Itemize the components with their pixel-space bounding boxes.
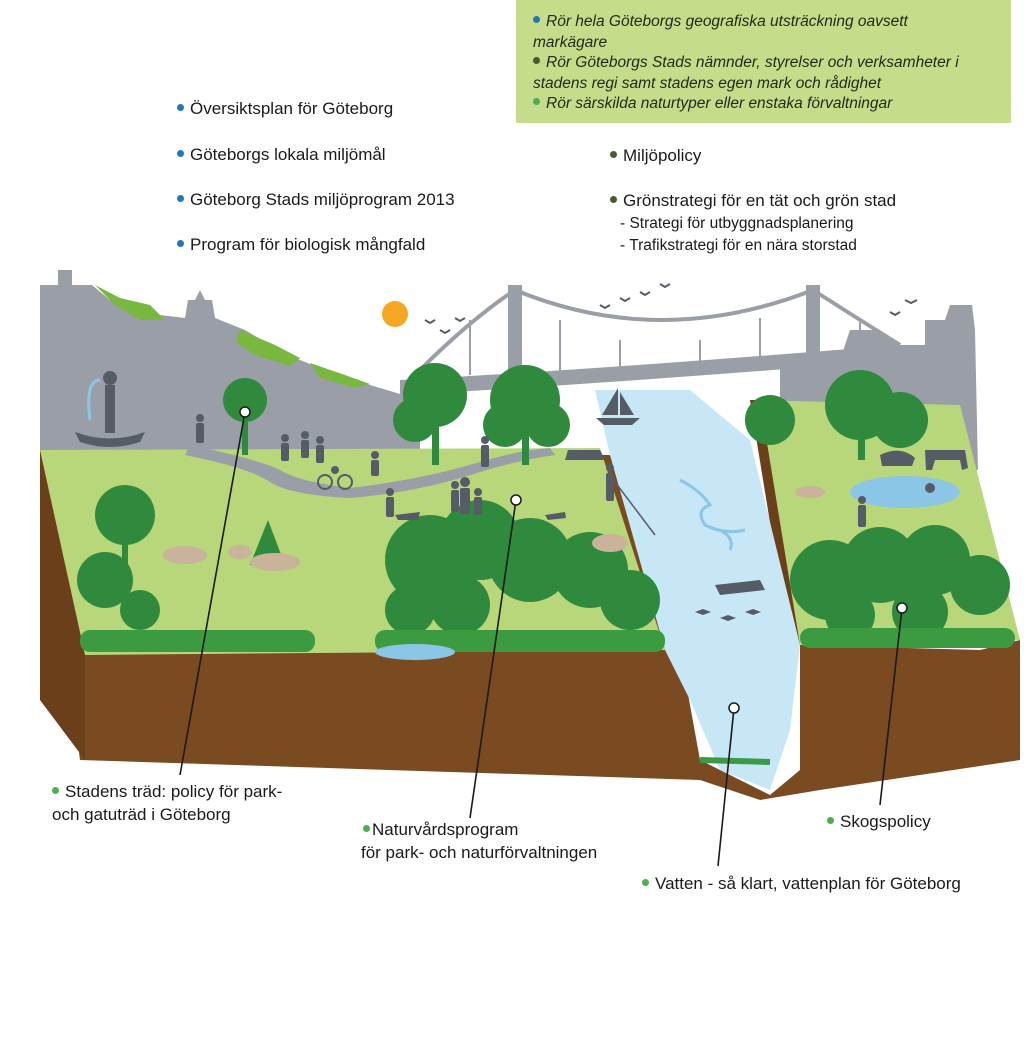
- doc-miljopolicy: Miljöpolicy: [610, 145, 701, 166]
- light-green-dot-icon: [827, 817, 834, 825]
- dark-green-dot-icon: [610, 196, 617, 204]
- legend-item-specific: Rör särskilda naturtyper eller enstaka f…: [533, 94, 892, 115]
- doc-biologisk-mangfald: Program för biologisk mångfald: [177, 234, 425, 255]
- callout-stadens-trad-cont: och gatuträd i Göteborg: [52, 805, 231, 824]
- callout-label: Stadens träd: policy för park-: [65, 782, 283, 801]
- small-pond: [375, 644, 455, 660]
- doc-label: Översiktsplan för Göteborg: [190, 99, 394, 118]
- doc-gronstrategi: Grönstrategi för en tät och grön stad: [610, 190, 896, 211]
- blue-dot-icon: [177, 150, 184, 158]
- doc-label: Göteborg Stads miljöprogram 2013: [190, 190, 455, 209]
- legend-text: Rör hela Göteborgs geografiska utsträckn…: [546, 13, 908, 30]
- legend-text: markägare: [533, 33, 608, 51]
- callout-stadens-trad: Stadens träd: policy för park-: [52, 781, 282, 802]
- callout-lines: [179, 411, 903, 867]
- light-green-dot-icon: [642, 879, 649, 887]
- doc-oversiktsplan: Översiktsplan för Göteborg: [177, 98, 393, 119]
- pond: [850, 476, 960, 508]
- callout-naturvardsprogram: Naturvårdsprogram: [363, 819, 518, 840]
- callout-vattenplan: Vatten - så klart, vattenplan för Götebo…: [642, 873, 961, 894]
- city-skyline-left: [40, 270, 420, 460]
- doc-label: Grönstrategi för en tät och grön stad: [623, 191, 897, 210]
- legend-text: Rör särskilda naturtyper eller enstaka f…: [546, 95, 893, 112]
- blue-dot-icon: [177, 195, 184, 203]
- people-silhouettes: [196, 414, 935, 595]
- doc-miljoprogram: Göteborg Stads miljöprogram 2013: [177, 189, 455, 210]
- legend-item-municipal: Rör Göteborgs Stads nämnder, styrelser o…: [533, 53, 959, 74]
- doc-utbyggnadsplanering: - Strategi för utbyggnadsplanering: [620, 215, 854, 232]
- callout-label: Naturvårdsprogram: [372, 820, 519, 839]
- sailboat-icon: [596, 388, 640, 425]
- sun-icon: [382, 301, 408, 327]
- doc-label: Miljöpolicy: [623, 146, 702, 165]
- park-path: [185, 445, 555, 498]
- legend-item-municipal-cont: stadens regi samt stadens egen mark och …: [533, 74, 881, 95]
- legend-box: Rör hela Göteborgs geografiska utsträckn…: [516, 0, 1011, 123]
- blue-dot-icon: [533, 16, 540, 24]
- bushes: [80, 628, 1015, 652]
- legend-text: Rör Göteborgs Stads nämnder, styrelser o…: [546, 54, 959, 71]
- animals: [395, 450, 968, 621]
- rocks: [163, 486, 825, 571]
- fountain-icon: [75, 371, 145, 447]
- callout-naturvardsprogram-cont: för park- och naturförvaltningen: [361, 843, 598, 862]
- doc-trafikstrategi: - Trafikstrategi för en nära storstad: [620, 237, 857, 254]
- birds-icon: [424, 283, 918, 335]
- dark-green-dot-icon: [533, 57, 540, 65]
- river-water: [595, 390, 800, 790]
- light-green-dot-icon: [363, 825, 370, 833]
- callout-label: Skogspolicy: [840, 812, 931, 831]
- light-green-dot-icon: [52, 787, 59, 795]
- callout-label: Vatten - så klart, vattenplan för Götebo…: [655, 874, 961, 893]
- doc-miljomal: Göteborgs lokala miljömål: [177, 144, 386, 165]
- legend-item-city: Rör hela Göteborgs geografiska utsträckn…: [533, 12, 908, 33]
- callout-markers: [239, 406, 908, 714]
- legend-item-city-cont: markägare: [533, 33, 607, 54]
- doc-label: Program för biologisk mångfald: [190, 235, 426, 254]
- doc-label: Göteborgs lokala miljömål: [190, 145, 386, 164]
- callout-skogspolicy: Skogspolicy: [827, 811, 931, 832]
- dark-green-dot-icon: [610, 151, 617, 159]
- blue-dot-icon: [177, 240, 184, 248]
- blue-dot-icon: [177, 104, 184, 112]
- legend-text: stadens regi samt stadens egen mark och …: [533, 74, 882, 92]
- light-green-dot-icon: [533, 98, 540, 106]
- trees: [77, 363, 1010, 640]
